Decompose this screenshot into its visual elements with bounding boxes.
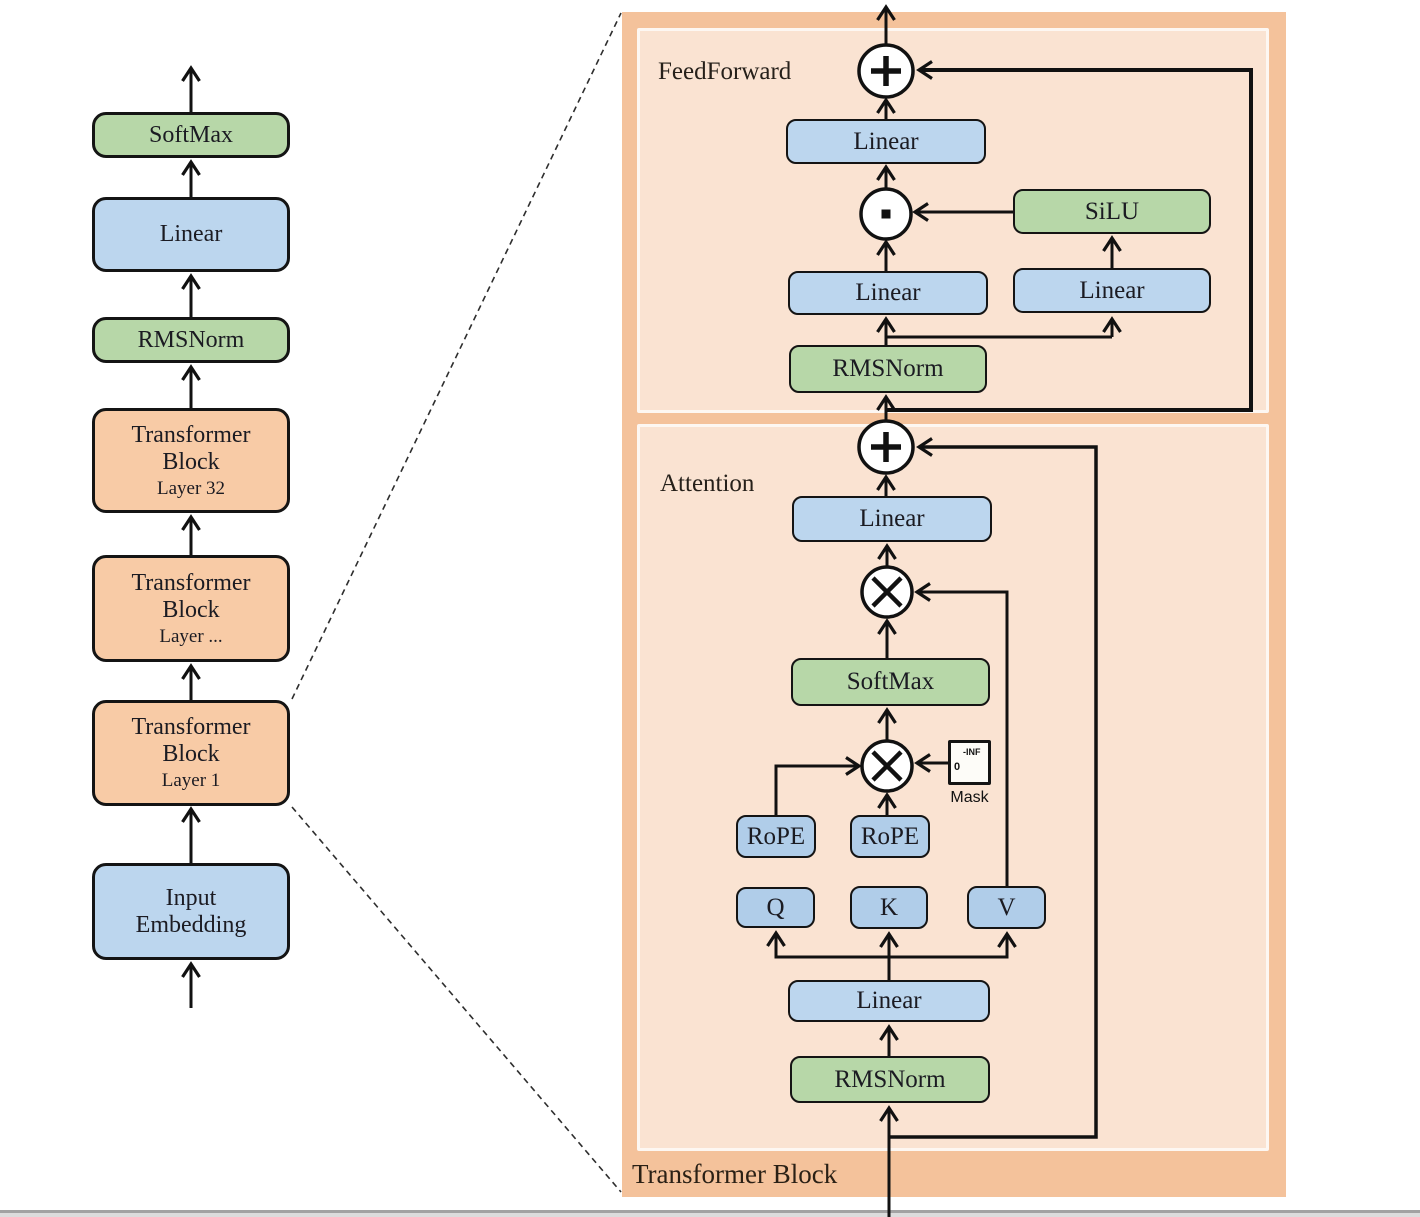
transformer-block-layer-1: Transformer Block Layer 1 — [92, 700, 290, 806]
ff-silu-box: SiLU — [1013, 189, 1211, 234]
left-softmax-label: SoftMax — [149, 121, 233, 148]
attn-mask-label: Mask — [950, 789, 989, 806]
left-linear-block: Linear — [92, 197, 290, 272]
attn-mask-zero-value: 0 — [954, 761, 961, 773]
attn-output-linear-box: Linear — [792, 496, 992, 542]
add-op-icon-attention — [857, 419, 915, 475]
attn-input-linear-label: Linear — [856, 987, 922, 1014]
attention-section-label: Attention — [660, 470, 755, 497]
attn-softmax-box: SoftMax — [791, 658, 990, 706]
add-op-icon-feedforward — [857, 43, 915, 99]
left-softmax-block: SoftMax — [92, 112, 290, 158]
transformer-block-layer-32-sublabel: Layer 32 — [156, 477, 226, 499]
transformer-block-layer-dots: Transformer Block Layer ... — [92, 555, 290, 662]
ff-rmsnorm-box: RMSNorm — [789, 345, 987, 393]
attn-rope-k-box: RoPE — [850, 815, 930, 858]
attn-v-label: V — [997, 893, 1016, 921]
left-rmsnorm-block: RMSNorm — [92, 317, 290, 363]
attention-wires — [766, 474, 1017, 1217]
matmul-op-icon-scores-v — [860, 565, 914, 619]
attn-k-label: K — [879, 893, 899, 921]
left-linear-label: Linear — [159, 221, 223, 248]
transformer-block-layer-32-label: Transformer Block — [131, 421, 251, 475]
input-embedding-block: Input Embedding — [92, 863, 290, 960]
feedforward-section-label: FeedForward — [658, 58, 792, 85]
transformer-block-layer-32: Transformer Block Layer 32 — [92, 408, 290, 513]
ff-up-linear-label: Linear — [1079, 276, 1145, 304]
attn-input-linear-box: Linear — [788, 980, 990, 1022]
bottom-divider-line — [0, 1210, 1420, 1213]
attn-output-linear-label: Linear — [859, 505, 925, 532]
feedforward-residual-wire — [886, 60, 1253, 412]
attn-rmsnorm-box: RMSNorm — [790, 1056, 990, 1103]
attention-residual-wire — [889, 437, 1098, 1139]
elementwise-product-op-icon — [859, 187, 913, 241]
transformer-block-layer-1-label: Transformer Block — [131, 714, 251, 768]
attn-rope-k-label: RoPE — [860, 822, 920, 850]
transformer-block-layer-dots-label: Transformer Block — [131, 569, 251, 623]
ff-rmsnorm-label: RMSNorm — [832, 355, 944, 382]
bottom-divider-shadow — [0, 1213, 1420, 1217]
ff-output-linear-box: Linear — [786, 119, 986, 164]
attn-v-box: V — [967, 886, 1046, 929]
attention-section-panel — [637, 424, 1269, 1151]
feedforward-wires — [876, 4, 1122, 421]
attn-rmsnorm-label: RMSNorm — [834, 1065, 946, 1093]
ff-up-linear-box: Linear — [1013, 268, 1211, 313]
attn-mask-box — [948, 740, 991, 785]
transformer-block-layer-1-sublabel: Layer 1 — [161, 770, 221, 792]
zoom-guide-dashed-lines — [291, 12, 622, 1193]
ff-gate-linear-label: Linear — [855, 279, 921, 306]
transformer-block-layer-dots-sublabel: Layer ... — [159, 625, 223, 647]
transformer-block-panel-title: Transformer Block — [632, 1159, 838, 1189]
attn-mask-neg-inf-value: -INF — [963, 747, 981, 757]
attn-k-box: K — [850, 886, 928, 929]
attn-rope-q-box: RoPE — [736, 815, 816, 858]
ff-output-linear-label: Linear — [853, 127, 919, 155]
attn-q-box: Q — [736, 887, 815, 928]
ff-gate-linear-box: Linear — [788, 271, 988, 315]
attn-softmax-label: SoftMax — [846, 668, 935, 695]
attn-q-label: Q — [766, 893, 785, 921]
left-rmsnorm-label: RMSNorm — [137, 326, 245, 353]
ff-silu-label: SiLU — [1084, 197, 1140, 225]
input-embedding-label: Input Embedding — [135, 884, 247, 938]
attn-rope-q-label: RoPE — [746, 822, 806, 850]
matmul-op-icon-q-k — [860, 739, 914, 793]
